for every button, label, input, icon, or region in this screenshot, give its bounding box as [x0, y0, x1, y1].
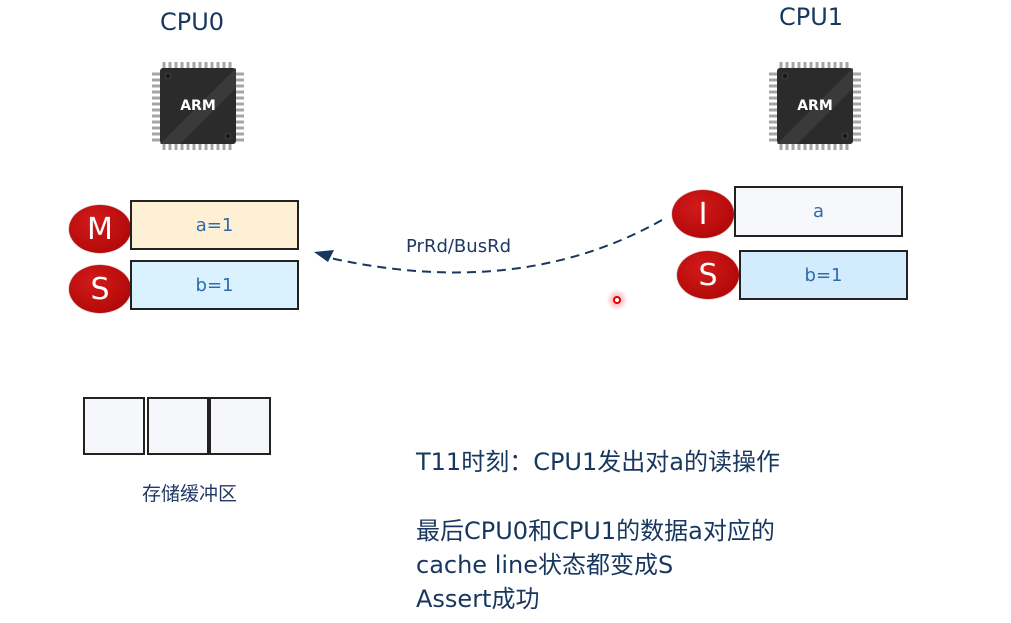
svg-text:ARM: ARM [180, 98, 216, 114]
note-line-4: Assert成功 [416, 585, 540, 613]
arm-chip-icon: ARM [765, 58, 865, 158]
store-buffer-slot [147, 397, 209, 455]
cache-line-a: a=1 [130, 200, 299, 250]
cache-line-b: b=1 [739, 250, 908, 300]
cpu1-title: CPU1 [779, 3, 844, 31]
store-buffer-label: 存储缓冲区 [142, 483, 238, 505]
laser-pointer-icon [607, 290, 627, 310]
state-badge-invalid: I [672, 190, 734, 238]
state-badge-modified: M [69, 205, 131, 253]
note-line-2: 最后CPU0和CPU1的数据a对应的 [416, 517, 775, 545]
state-badge-shared: S [69, 265, 131, 313]
arm-chip-icon: ARM [148, 58, 248, 158]
state-badge-shared: S [677, 251, 739, 299]
store-buffer-slot [83, 397, 145, 455]
cache-line-a: a [734, 186, 903, 237]
note-line-1: T11时刻：CPU1发出对a的读操作 [416, 448, 780, 476]
cache-line-b: b=1 [130, 260, 299, 310]
store-buffer-slot [209, 397, 271, 455]
svg-text:ARM: ARM [797, 98, 833, 114]
cpu0-title: CPU0 [160, 8, 225, 36]
arrow-label: PrRd/BusRd [406, 236, 512, 257]
note-line-3: cache line状态都变成S [416, 551, 674, 579]
